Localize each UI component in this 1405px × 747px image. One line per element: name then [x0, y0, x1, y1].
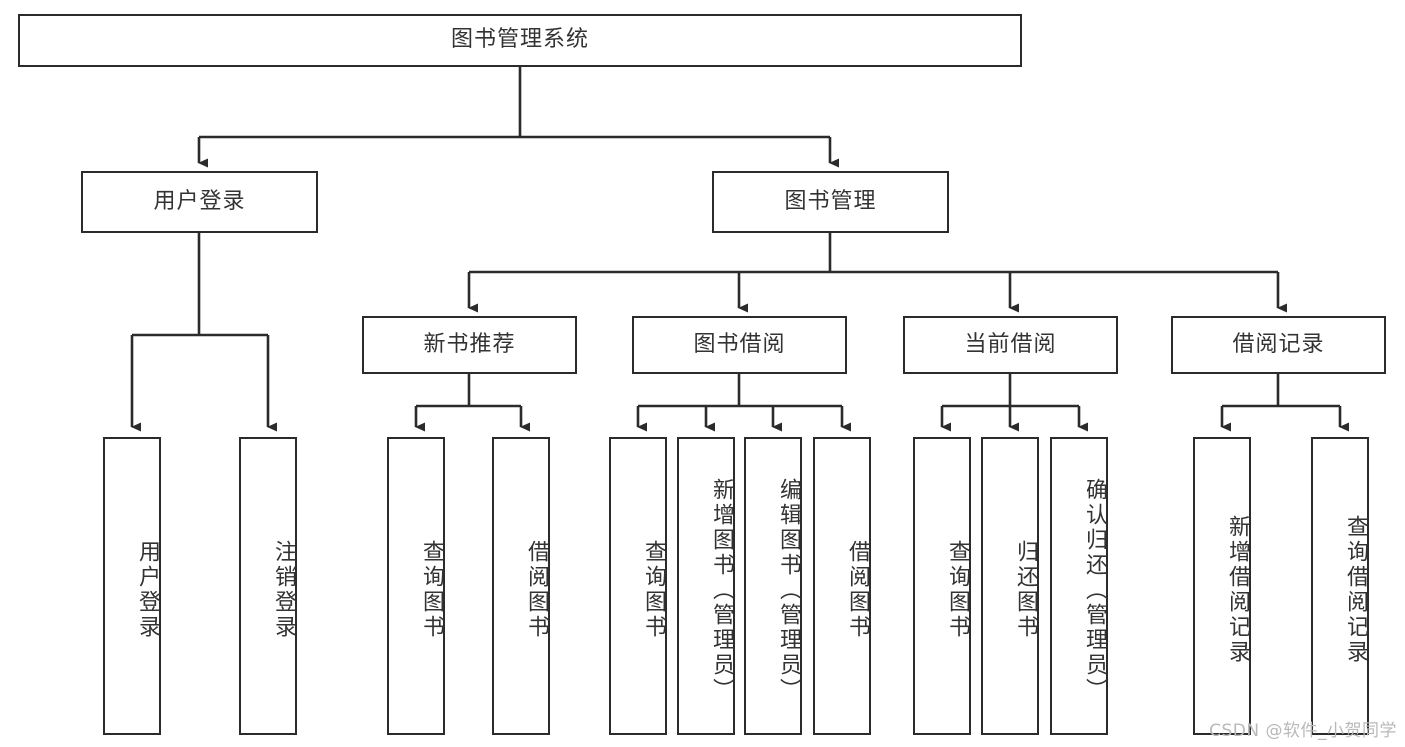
- leaf-query-record[interactable]: 查询借阅记录: [1311, 437, 1369, 735]
- leaf-confirm-return[interactable]: 确认归还（管理员）: [1050, 437, 1108, 735]
- node-root[interactable]: 图书管理系统: [18, 14, 1022, 67]
- leaf-query-book-2[interactable]: 查询图书: [609, 437, 667, 735]
- node-book-borrow[interactable]: 图书借阅: [632, 316, 847, 374]
- node-current-borrow[interactable]: 当前借阅: [903, 316, 1118, 374]
- node-root-label: 图书管理系统: [450, 27, 589, 53]
- node-book-borrow-label: 图书借阅: [693, 331, 786, 357]
- leaf-add-book-label: 新增图书（管理员）: [709, 477, 734, 703]
- node-new-book-recommend-label: 新书推荐: [423, 331, 516, 357]
- leaf-borrow-book-1[interactable]: 借阅图书: [492, 437, 550, 735]
- leaf-add-book[interactable]: 新增图书（管理员）: [677, 437, 735, 735]
- leaf-add-record[interactable]: 新增借阅记录: [1193, 437, 1251, 735]
- leaf-query-book-1[interactable]: 查询图书: [387, 437, 445, 735]
- node-borrow-record[interactable]: 借阅记录: [1171, 316, 1386, 374]
- leaf-borrow-book-2-label: 借阅图书: [845, 540, 870, 640]
- leaf-return-book[interactable]: 归还图书: [981, 437, 1039, 735]
- leaf-edit-book[interactable]: 编辑图书（管理员）: [744, 437, 802, 735]
- leaf-query-record-label: 查询借阅记录: [1343, 515, 1368, 665]
- watermark-text: CSDN @软件_小贺同学: [1209, 721, 1397, 741]
- node-user-login-label: 用户登录: [153, 188, 246, 214]
- leaf-borrow-book-2[interactable]: 借阅图书: [813, 437, 871, 735]
- leaf-user-login-label: 用户登录: [135, 540, 160, 640]
- leaf-add-record-label: 新增借阅记录: [1225, 515, 1250, 665]
- node-user-login[interactable]: 用户登录: [81, 171, 318, 233]
- leaf-query-book-1-label: 查询图书: [419, 540, 444, 640]
- node-book-manage-label: 图书管理: [784, 188, 877, 214]
- leaf-query-book-3[interactable]: 查询图书: [913, 437, 971, 735]
- leaf-confirm-return-label: 确认归还（管理员）: [1082, 477, 1107, 703]
- leaf-query-book-3-label: 查询图书: [945, 540, 970, 640]
- leaf-query-book-2-label: 查询图书: [641, 540, 666, 640]
- node-new-book-recommend[interactable]: 新书推荐: [362, 316, 577, 374]
- node-book-manage[interactable]: 图书管理: [712, 171, 949, 233]
- leaf-return-book-label: 归还图书: [1013, 540, 1038, 640]
- node-borrow-record-label: 借阅记录: [1232, 331, 1325, 357]
- leaf-edit-book-label: 编辑图书（管理员）: [776, 477, 801, 703]
- leaf-logout-label: 注销登录: [271, 540, 296, 640]
- leaf-user-login[interactable]: 用户登录: [103, 437, 161, 735]
- leaf-borrow-book-1-label: 借阅图书: [524, 540, 549, 640]
- leaf-logout[interactable]: 注销登录: [239, 437, 297, 735]
- node-current-borrow-label: 当前借阅: [964, 331, 1057, 357]
